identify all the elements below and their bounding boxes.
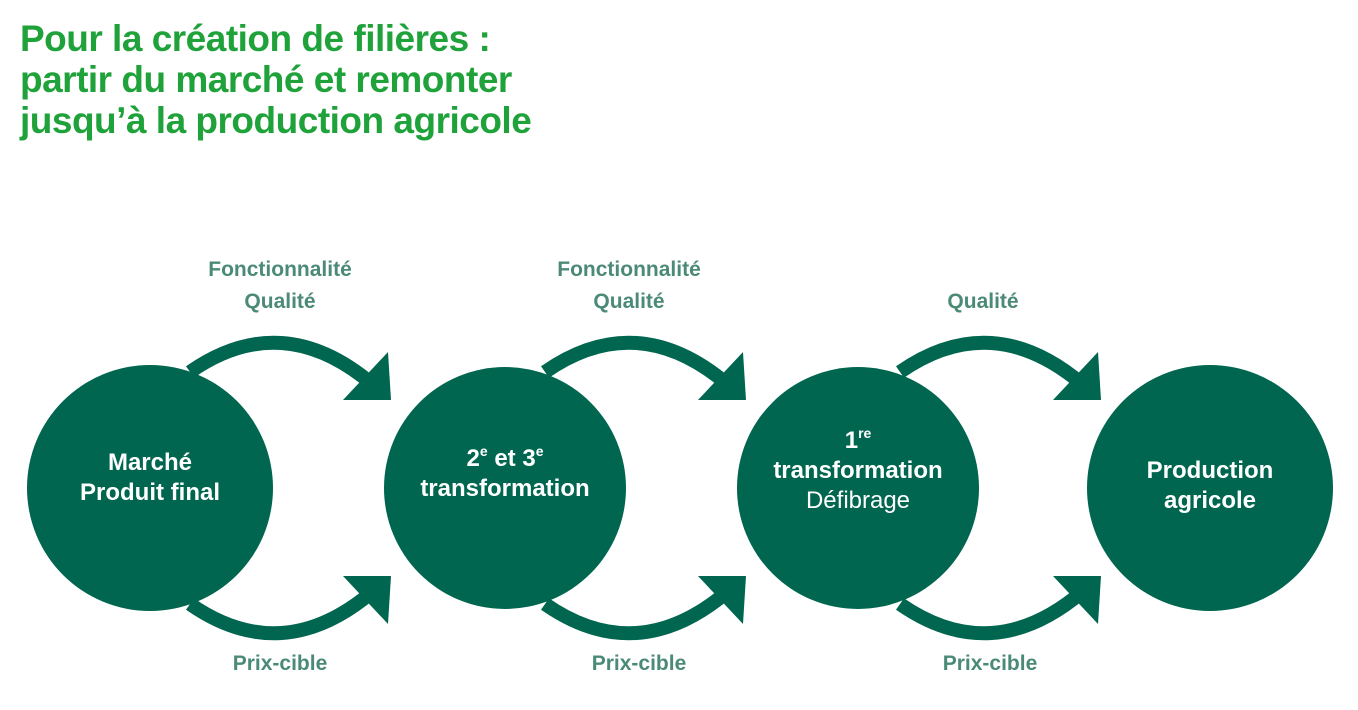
node-label-2: 2e et 3e transformation [420,443,590,502]
bottom-arrowhead-3 [1053,576,1101,624]
bottom-label-2: Prix-cible [591,652,687,675]
top-arrowhead-2 [698,352,746,400]
node-1re-transformation [737,367,979,609]
top-label-3: Qualité [947,290,1019,313]
page-title: Pour la création de filières : partir du… [20,18,532,141]
bottom-arrow-3 [896,586,1087,641]
node-marche [27,365,273,611]
bottom-label-1: Prix-cible [232,652,328,675]
top-arrow-2 [541,335,732,390]
top-arrowhead-3 [1053,352,1101,400]
node-2e-3e-transformation [384,367,626,609]
node-production-agricole [1087,365,1333,611]
bottom-arrow-1 [186,586,377,641]
top-arrow-1 [186,335,377,390]
top-arrowhead-1 [343,352,391,400]
bottom-label-3: Prix-cible [942,652,1038,675]
bottom-arrowhead-2 [698,576,746,624]
bottom-arrow-2 [541,586,732,641]
node-label-3: 1re transformation Défibrage [773,425,943,514]
bottom-arrowhead-1 [343,576,391,624]
top-arrow-3 [896,335,1087,390]
